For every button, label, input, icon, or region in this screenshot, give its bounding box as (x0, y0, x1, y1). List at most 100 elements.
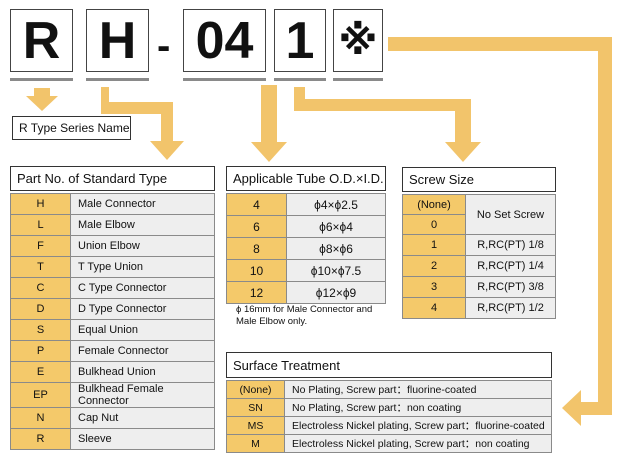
tube-code: 10 (226, 259, 287, 282)
tube-note: ϕ 16mm for Male Connector and Male Elbow… (236, 304, 396, 328)
type-code: H (10, 193, 71, 215)
screw-size: R,RC(PT) 1/4 (465, 255, 556, 277)
screw-size: R,RC(PT) 1/2 (465, 297, 556, 319)
screw-title-text: Screw Size (409, 172, 475, 187)
type-name: Equal Union (70, 319, 215, 341)
type-name: Sleeve (70, 428, 215, 450)
surface-desc: Electroless Nickel plating, Screw part：f… (284, 416, 552, 435)
code-underline-series (10, 78, 73, 81)
code-underline-tube (183, 78, 266, 81)
code-underline-screw (274, 78, 326, 81)
type-name: Male Connector (70, 193, 215, 215)
surface-desc: No Plating, Screw part：non coating (284, 398, 552, 417)
type-code: EP (10, 382, 71, 408)
type-code: F (10, 235, 71, 257)
surface-code: MS (226, 416, 285, 435)
screw-size: R,RC(PT) 1/8 (465, 234, 556, 256)
screw-code: 3 (402, 276, 466, 298)
type-code: E (10, 361, 71, 383)
code-type-char: H (98, 11, 137, 70)
screw-code: 2 (402, 255, 466, 277)
type-name: Bulkhead Union (70, 361, 215, 383)
surface-title-text: Surface Treatment (233, 357, 340, 373)
code-underline-type (86, 78, 149, 81)
code-tube-char: 04 (195, 11, 254, 70)
arrow-series-name (26, 88, 58, 111)
series-name-box: R Type Series Name (12, 116, 131, 140)
tube-code: 6 (226, 215, 287, 238)
screw-title: Screw Size (402, 167, 556, 192)
screw-none-code: (None) (402, 194, 466, 215)
code-underline-surface (333, 78, 383, 81)
type-code: C (10, 277, 71, 299)
standard-type-title: Part No. of Standard Type (10, 166, 215, 191)
surface-table: (None)No Plating, Screw part：fluorine-co… (226, 380, 552, 453)
surface-code: (None) (226, 380, 285, 399)
surface-code: M (226, 434, 285, 453)
screw-code: 0 (402, 214, 466, 235)
tube-size: ϕ8×ϕ6 (286, 237, 386, 260)
type-code: D (10, 298, 71, 320)
screw-size: R,RC(PT) 3/8 (465, 276, 556, 298)
type-code: R (10, 428, 71, 450)
type-name: C Type Connector (70, 277, 215, 299)
type-name: Male Elbow (70, 214, 215, 236)
type-code: S (10, 319, 71, 341)
type-code: N (10, 407, 71, 429)
table-row: (None)No Set Screw (402, 194, 556, 235)
surface-desc: No Plating, Screw part：fluorine-coated (284, 380, 552, 399)
code-type-box: H (86, 9, 149, 72)
code-dash: - (157, 24, 171, 68)
arrow-screw-size (294, 87, 481, 162)
type-code: L (10, 214, 71, 236)
standard-type-title-text: Part No. of Standard Type (17, 171, 168, 186)
tube-code: 8 (226, 237, 287, 260)
type-name: Bulkhead Female Connector (70, 382, 215, 408)
tube-note-line-2: Male Elbow only. (236, 316, 308, 327)
tube-size: ϕ10×ϕ7.5 (286, 259, 386, 282)
tube-size: ϕ4×ϕ2.5 (286, 193, 386, 216)
code-series-box: R (10, 9, 73, 72)
type-name: Female Connector (70, 340, 215, 362)
tube-title-text: Applicable Tube O.D.×I.D. (233, 171, 384, 186)
tube-code: 4 (226, 193, 287, 216)
type-name: D Type Connector (70, 298, 215, 320)
type-name: T Type Union (70, 256, 215, 278)
code-tube-box: 04 (183, 9, 266, 72)
surface-title: Surface Treatment (226, 352, 552, 378)
code-screw-box: 1 (274, 9, 326, 72)
tube-code: 12 (226, 281, 287, 304)
code-screw-char: 1 (285, 11, 315, 70)
tube-size: ϕ12×ϕ9 (286, 281, 386, 304)
type-name: Union Elbow (70, 235, 215, 257)
surface-desc: Electroless Nickel plating, Screw part：n… (284, 434, 552, 453)
table-row: (None)No Plating, Screw part：fluorine-co… (226, 380, 552, 399)
type-code: T (10, 256, 71, 278)
arrow-standard-type (101, 87, 184, 160)
tube-size: ϕ6×ϕ4 (286, 215, 386, 238)
